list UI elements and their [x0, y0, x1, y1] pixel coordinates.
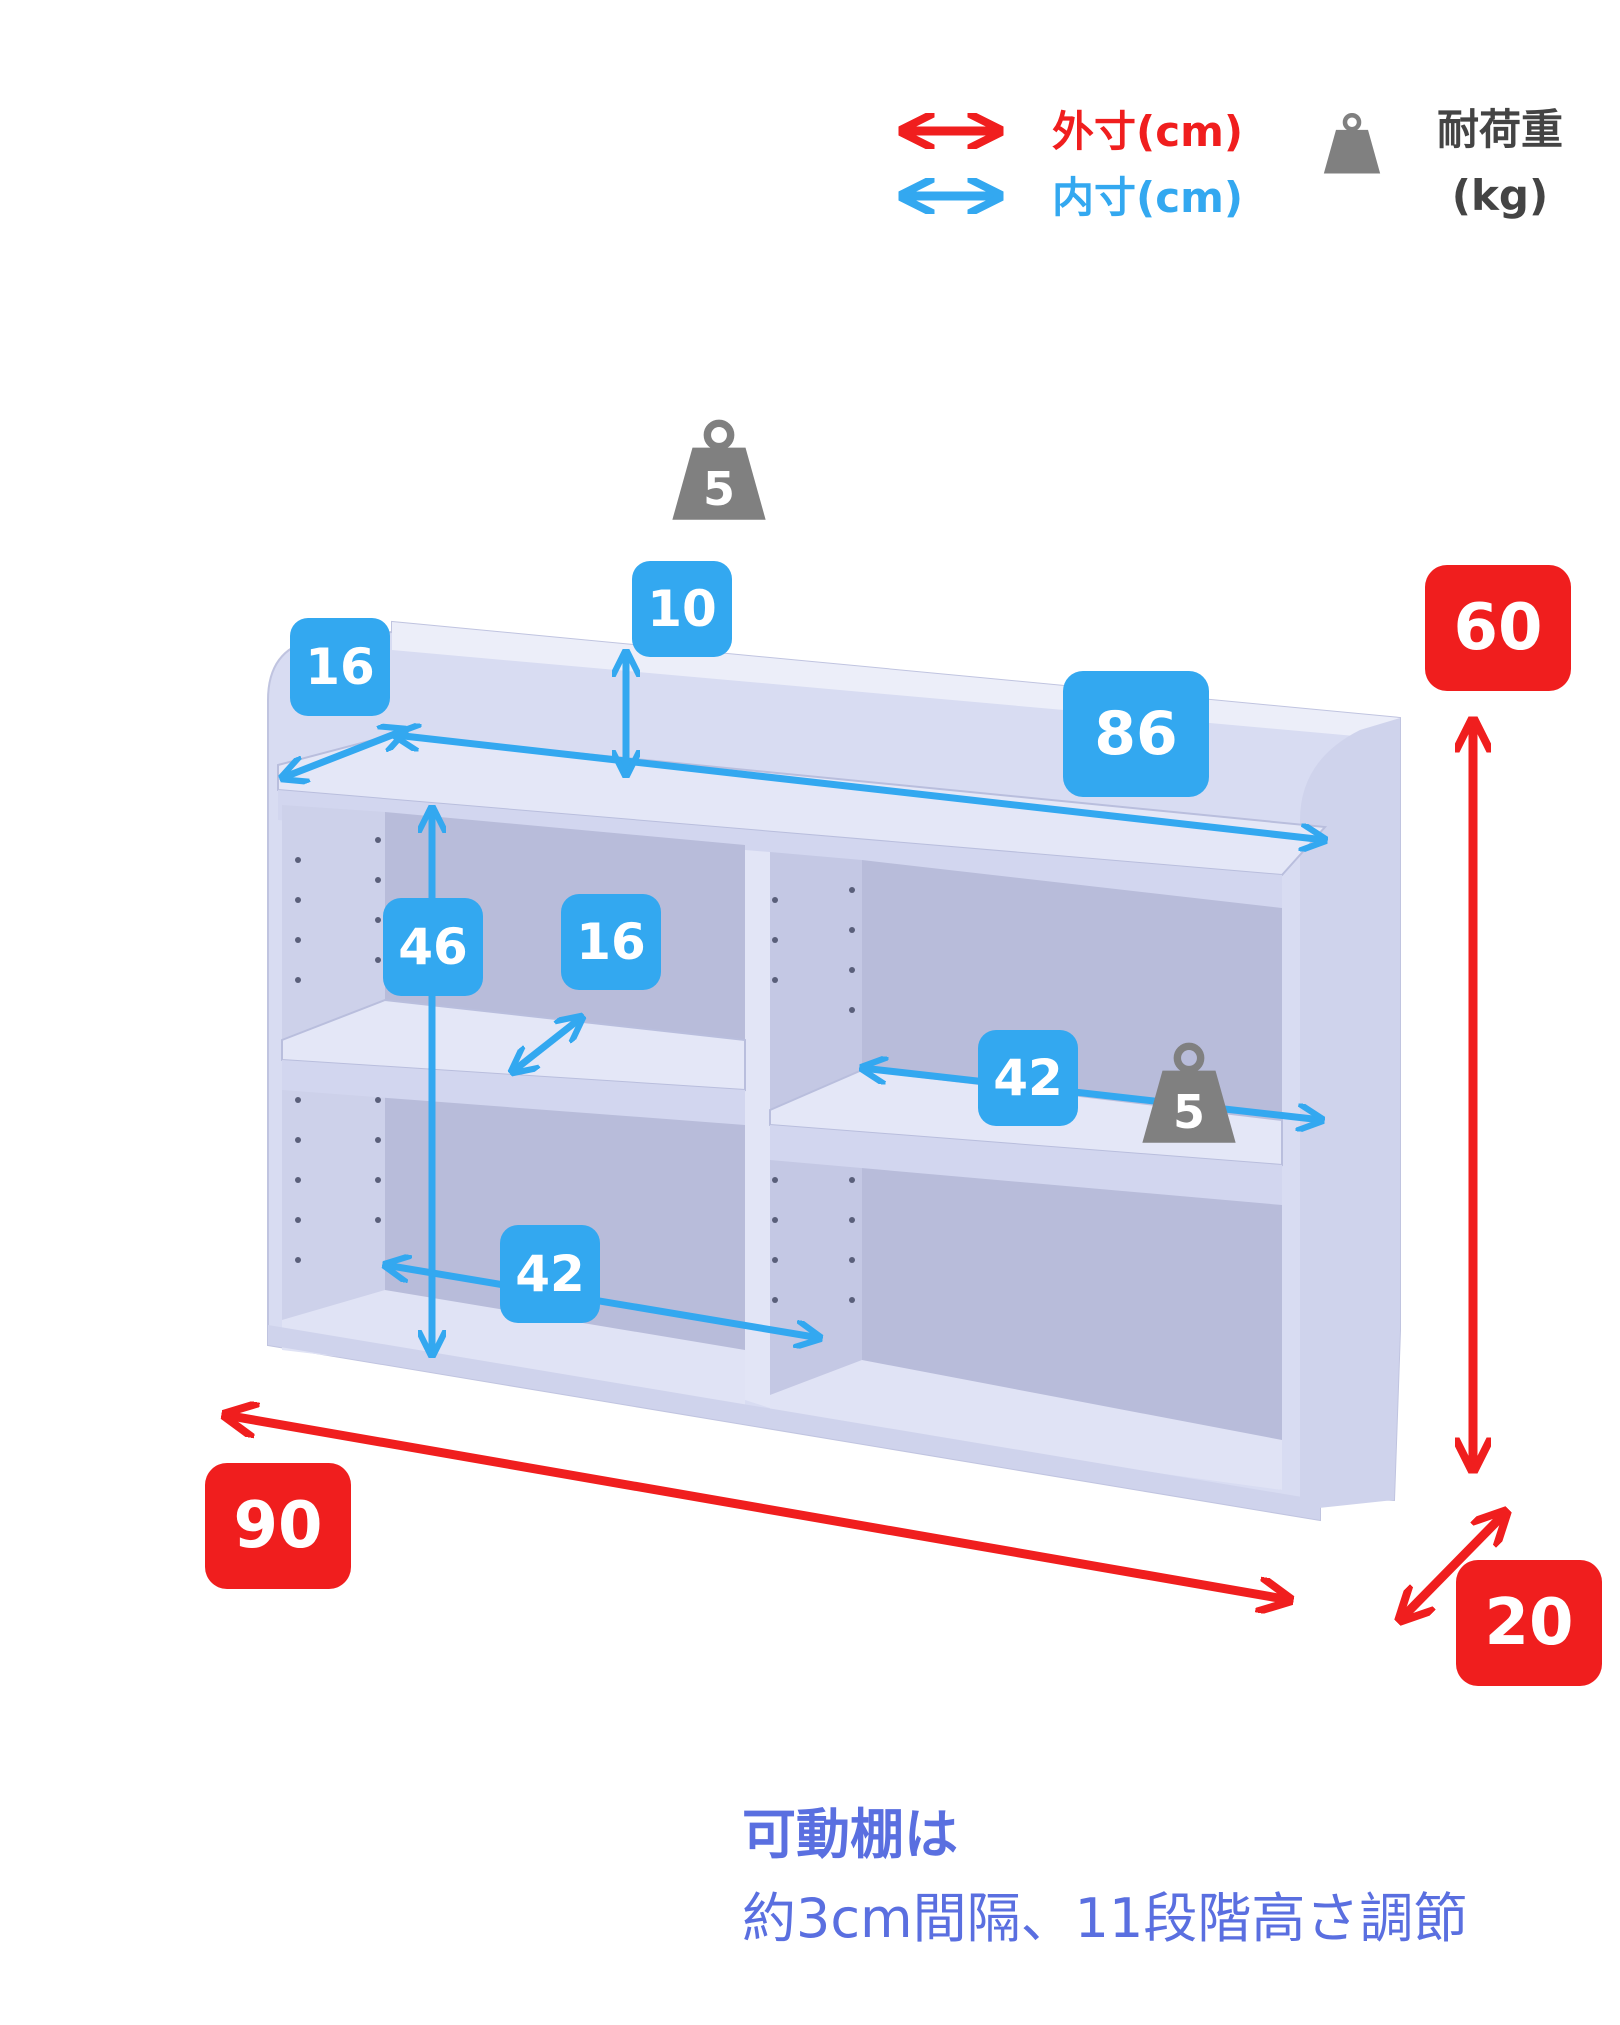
inner-top-width-badge [1063, 671, 1209, 797]
inner-lower-left-width-badge [500, 1225, 600, 1323]
inner-lower-left-width-label: 42 [515, 1245, 585, 1303]
inner-right-width-label: 42 [993, 1049, 1063, 1107]
legend-load-label: 耐荷重 [1437, 105, 1563, 154]
right-side-panel [1300, 718, 1400, 1510]
inner-dimensions: 86 16 10 46 16 42 42 [282, 561, 1325, 1355]
inner-top-height-badge [632, 561, 732, 657]
inner-top-depth-arrow [282, 730, 405, 778]
left-movable-shelf-front [282, 1060, 745, 1125]
outer-height-label: 60 [1453, 591, 1542, 665]
shelf-load-label: 5 [1173, 1085, 1205, 1139]
legend-load-unit: (kg) [1452, 171, 1548, 220]
inner-compartment-height-label: 46 [398, 918, 468, 976]
weight-icon [1324, 115, 1380, 173]
inner-compartment-height-badge [383, 898, 483, 996]
inner-top-depth-badge [290, 618, 390, 716]
inner-top-height-label: 10 [647, 580, 717, 638]
outer-depth-badge [1456, 1560, 1602, 1686]
adjustable-shelf-note-title: 可動棚は [742, 1803, 958, 1866]
inner-compartment-depth-label: 16 [576, 913, 646, 971]
inner-compartment-depth-arrow [512, 1017, 582, 1072]
legend-inner-label: 内寸(cm) [1052, 173, 1243, 222]
right-movable-shelf-front [770, 1125, 1282, 1205]
outer-depth-arrow [1400, 1512, 1506, 1620]
outer-height-badge [1425, 565, 1571, 691]
outer-width-badge [205, 1463, 351, 1589]
inner-right-width-arrow [862, 1068, 1322, 1120]
shelf-pin-holes [295, 837, 855, 1303]
outer-width-arrow [225, 1415, 1290, 1600]
inner-lower-left-width-arrow [385, 1265, 820, 1338]
inner-top-width-label: 86 [1094, 699, 1178, 769]
legend: 外寸(cm) 内寸(cm) 耐荷重 (kg) [902, 105, 1563, 222]
outer-dimensions: 90 60 20 [205, 565, 1602, 1686]
top-load-label: 5 [703, 462, 735, 516]
outer-width-label: 90 [233, 1489, 322, 1563]
legend-outer-label: 外寸(cm) [1052, 107, 1243, 156]
adjustable-shelf-note-body: 約3cm間隔、11段階高さ調節 [742, 1887, 1468, 1950]
outer-depth-label: 20 [1484, 1586, 1573, 1660]
load-indicators: 5 5 [672, 423, 1235, 1142]
shelf-illustration [267, 620, 1401, 1522]
inner-top-depth-label: 16 [305, 638, 375, 696]
inner-right-width-badge [978, 1030, 1078, 1126]
inner-top-width-arrow [395, 735, 1325, 840]
inner-compartment-depth-badge [561, 894, 661, 990]
